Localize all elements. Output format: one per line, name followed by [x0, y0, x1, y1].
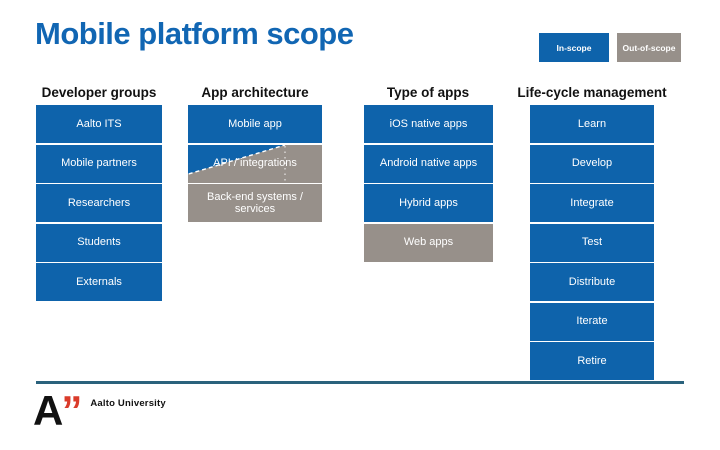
- column-header-lifecycle-management: Life-cycle management: [517, 85, 667, 100]
- column-app-architecture: Mobile app API / integrations Back-end s…: [181, 105, 322, 222]
- scope-box-learn: Learn: [530, 105, 654, 143]
- logo-quote-icon: ”: [61, 387, 82, 434]
- scope-box-researchers: Researchers: [36, 184, 162, 222]
- scope-box-iterate: Iterate: [530, 302, 654, 341]
- scope-box-web-apps: Web apps: [364, 223, 493, 262]
- footer-rule: [36, 381, 684, 384]
- scope-box-android-native-apps: Android native apps: [364, 144, 493, 183]
- column-header-app-architecture: App architecture: [201, 85, 309, 100]
- scope-box-test: Test: [530, 223, 654, 262]
- scope-box-integrate: Integrate: [530, 184, 654, 222]
- legend-in-scope: In-scope: [539, 33, 609, 62]
- scope-box-develop: Develop: [530, 144, 654, 183]
- aalto-university-logo: A” Aalto University: [33, 390, 166, 432]
- brand-name: Aalto University: [90, 398, 166, 409]
- scope-box-retire: Retire: [530, 342, 654, 380]
- scope-box-label: API / integrations: [213, 157, 297, 170]
- column-type-of-apps: iOS native apps Android native apps Hybr…: [364, 105, 493, 262]
- scope-box-ios-native-apps: iOS native apps: [364, 105, 493, 143]
- scope-box-backend-systems-services: Back-end systems / services: [188, 184, 322, 222]
- column-header-type-of-apps: Type of apps: [386, 85, 470, 100]
- column-header-developer-groups: Developer groups: [41, 85, 157, 100]
- logo-letter-a: A: [33, 387, 64, 434]
- scope-box-mobile-app: Mobile app: [188, 105, 322, 143]
- scope-box-aalto-its: Aalto ITS: [36, 105, 162, 143]
- scope-box-api-integrations: API / integrations: [181, 143, 322, 183]
- scope-box-students: Students: [36, 223, 162, 262]
- legend-out-of-scope: Out-of-scope: [617, 33, 681, 62]
- column-developer-groups: Aalto ITS Mobile partners Researchers St…: [36, 105, 162, 301]
- scope-box-distribute: Distribute: [530, 263, 654, 301]
- column-lifecycle-management: Learn Develop Integrate Test Distribute …: [530, 105, 654, 380]
- scope-box-mobile-partners: Mobile partners: [36, 144, 162, 183]
- scope-box-hybrid-apps: Hybrid apps: [364, 184, 493, 222]
- partial-scope-divider-graphic: [181, 143, 286, 183]
- slide-title: Mobile platform scope: [35, 16, 354, 51]
- scope-box-externals: Externals: [36, 263, 162, 301]
